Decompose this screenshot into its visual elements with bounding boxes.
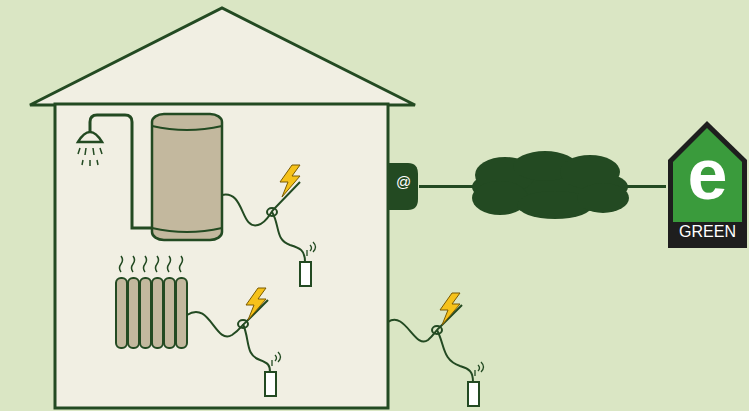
boiler-tank xyxy=(152,114,222,240)
gateway-box-shape xyxy=(389,163,418,210)
logo-letter: e xyxy=(666,138,749,210)
plug-ring xyxy=(238,208,442,334)
shower-symbol xyxy=(78,115,152,228)
radiator-symbol xyxy=(116,256,187,348)
gateway-box: @ xyxy=(388,162,419,211)
lightning-symbol xyxy=(246,165,460,325)
power-wires xyxy=(187,182,473,382)
cloud-shape xyxy=(472,151,629,219)
logo-text: GREEN xyxy=(666,224,749,240)
house-roof xyxy=(30,8,415,105)
network-line xyxy=(419,185,666,188)
house-wall xyxy=(55,104,388,408)
gateway-symbol: @ xyxy=(388,174,419,189)
sensor-symbol xyxy=(265,242,484,406)
logo-badge: eGREEN xyxy=(666,118,749,250)
